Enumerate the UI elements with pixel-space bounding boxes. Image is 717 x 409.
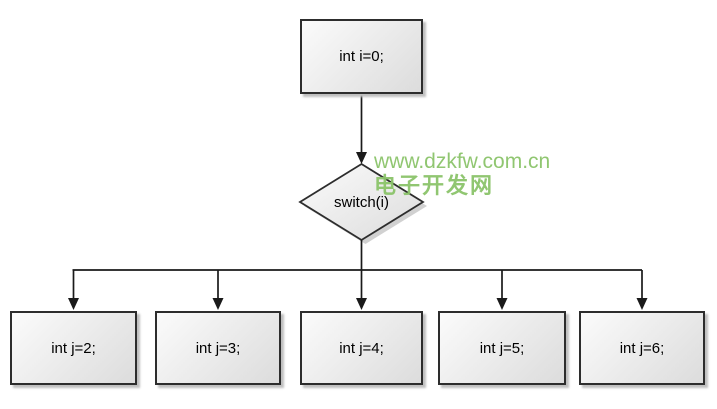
watermark-site-name: 电子开发网 — [374, 172, 495, 198]
node-branch-label: int j=5; — [479, 339, 525, 357]
arrow-bus-to-branch-3 — [356, 270, 367, 310]
node-branch-j4: int j=4; — [300, 311, 423, 385]
arrow-start-to-decision — [356, 94, 367, 164]
node-start-label: int i=0; — [339, 48, 384, 65]
arrow-bus-to-branch-5 — [636, 270, 648, 310]
arrow-bus-to-branch-4 — [496, 270, 508, 310]
arrow-bus-to-branch-2 — [212, 270, 224, 310]
arrow-bus-to-branch-1 — [68, 270, 79, 310]
node-branch-label: int j=3; — [195, 339, 241, 357]
watermark: www.dzkfw.com.cn 电子开发网 — [374, 150, 551, 198]
watermark-url: www.dzkfw.com.cn — [374, 150, 551, 173]
node-branch-label: int j=2; — [51, 339, 96, 357]
node-branch-label: int j=6; — [619, 339, 665, 357]
node-branch-j6: int j=6; — [579, 311, 705, 385]
node-start: int i=0; — [300, 19, 423, 94]
node-branch-label: int j=4; — [339, 339, 384, 357]
node-branch-j3: int j=3; — [155, 311, 281, 385]
node-branch-j2: int j=2; — [10, 311, 137, 385]
node-branch-j5: int j=5; — [438, 311, 566, 385]
